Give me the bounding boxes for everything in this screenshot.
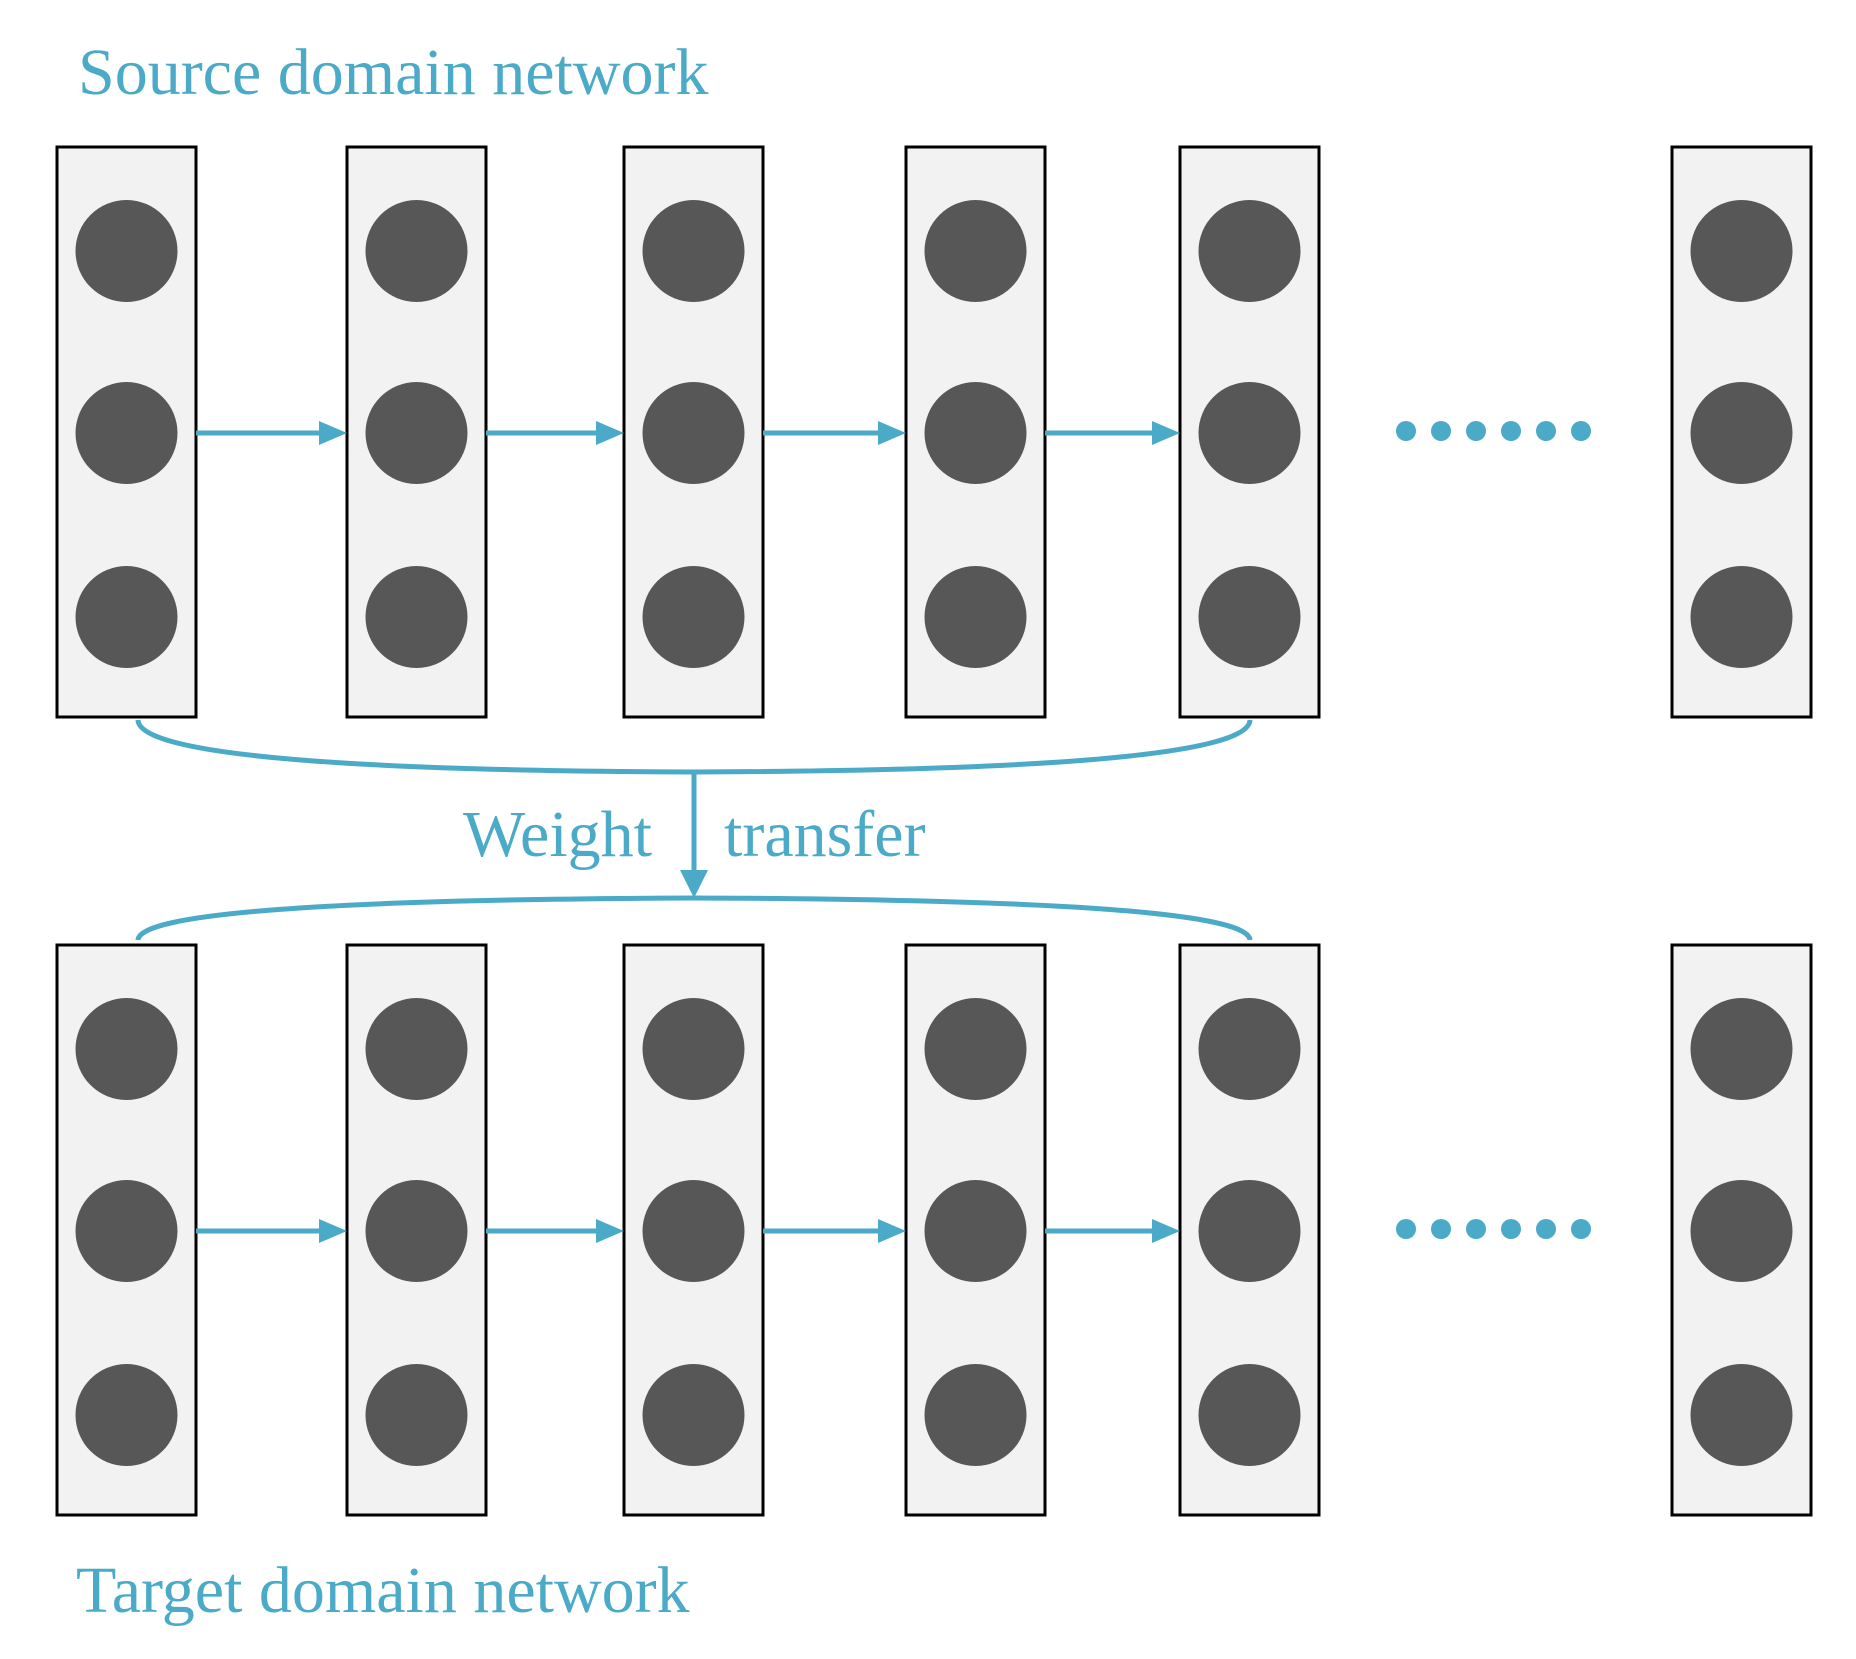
- neuron-node: [924, 998, 1027, 1100]
- neuron-node: [365, 200, 468, 302]
- neuron-node: [924, 566, 1027, 668]
- neuron-node: [365, 566, 468, 668]
- neuron-node: [642, 1364, 745, 1466]
- neuron-node: [1198, 200, 1301, 302]
- neuron-node: [1690, 200, 1793, 302]
- target-layer-2: [345, 943, 488, 1517]
- neuron-node: [1690, 1364, 1793, 1466]
- ellipsis-dot: [1536, 421, 1556, 441]
- forward-arrow-head: [596, 421, 624, 445]
- neuron-node: [924, 1180, 1027, 1282]
- neuron-node: [642, 566, 745, 668]
- forward-arrow-head: [878, 1219, 906, 1243]
- ellipsis-dot: [1536, 1219, 1556, 1239]
- target-layer-1: [55, 943, 198, 1517]
- neuron-node: [1690, 1180, 1793, 1282]
- forward-arrow-head: [319, 1219, 347, 1243]
- neuron-node: [75, 382, 178, 484]
- target-brace: [135, 895, 1253, 941]
- forward-arrow-head: [1152, 421, 1180, 445]
- neuron-node: [642, 200, 745, 302]
- neuron-node: [642, 382, 745, 484]
- ellipsis-dot: [1501, 421, 1521, 441]
- source-layer-3: [622, 145, 765, 719]
- ellipsis-dot: [1396, 1219, 1416, 1239]
- forward-arrow-head: [878, 421, 906, 445]
- ellipsis: [1396, 1219, 1591, 1239]
- neuron-node: [75, 1364, 178, 1466]
- target-network-title: Target domain network: [76, 1554, 690, 1627]
- ellipsis-dot: [1571, 1219, 1591, 1239]
- neuron-node: [75, 1180, 178, 1282]
- neuron-node: [924, 200, 1027, 302]
- target-layer-6: [1670, 943, 1813, 1517]
- neuron-node: [365, 1364, 468, 1466]
- source-layer-5: [1178, 145, 1321, 719]
- source-layer-1: [55, 145, 198, 719]
- target-layer-4: [904, 943, 1047, 1517]
- neuron-node: [75, 566, 178, 668]
- neuron-node: [365, 382, 468, 484]
- ellipsis-dot: [1466, 1219, 1486, 1239]
- ellipsis-dot: [1501, 1219, 1521, 1239]
- transfer-arrow-head: [680, 870, 708, 898]
- ellipsis-dot: [1571, 421, 1591, 441]
- source-layer-4: [904, 145, 1047, 719]
- neuron-node: [924, 382, 1027, 484]
- target-network: [55, 943, 1813, 1517]
- forward-arrow-head: [596, 1219, 624, 1243]
- neuron-node: [1198, 998, 1301, 1100]
- neuron-node: [642, 998, 745, 1100]
- neuron-node: [75, 998, 178, 1100]
- neuron-node: [365, 998, 468, 1100]
- neuron-node: [1690, 998, 1793, 1100]
- source-layer-2: [345, 145, 488, 719]
- target-layer-3: [622, 943, 765, 1517]
- neuron-node: [1690, 566, 1793, 668]
- neuron-node: [1198, 566, 1301, 668]
- ellipsis-dot: [1431, 1219, 1451, 1239]
- weight-label: Weight: [463, 798, 652, 871]
- neuron-node: [1690, 382, 1793, 484]
- neuron-node: [365, 1180, 468, 1282]
- weight-transfer-connector: Weight transfer: [135, 719, 1253, 941]
- forward-arrow-head: [1152, 1219, 1180, 1243]
- forward-arrow-head: [319, 421, 347, 445]
- neuron-node: [924, 1364, 1027, 1466]
- ellipsis-dot: [1396, 421, 1416, 441]
- neuron-node: [642, 1180, 745, 1282]
- source-network-title: Source domain network: [78, 36, 709, 109]
- ellipsis: [1396, 421, 1591, 441]
- source-layer-6: [1670, 145, 1813, 719]
- source-network: [55, 145, 1813, 719]
- neuron-node: [1198, 382, 1301, 484]
- ellipsis-dot: [1466, 421, 1486, 441]
- source-brace: [135, 719, 1253, 775]
- neuron-node: [75, 200, 178, 302]
- ellipsis-dot: [1431, 421, 1451, 441]
- target-layer-5: [1178, 943, 1321, 1517]
- transfer-label: transfer: [724, 798, 926, 871]
- neuron-node: [1198, 1180, 1301, 1282]
- neuron-node: [1198, 1364, 1301, 1466]
